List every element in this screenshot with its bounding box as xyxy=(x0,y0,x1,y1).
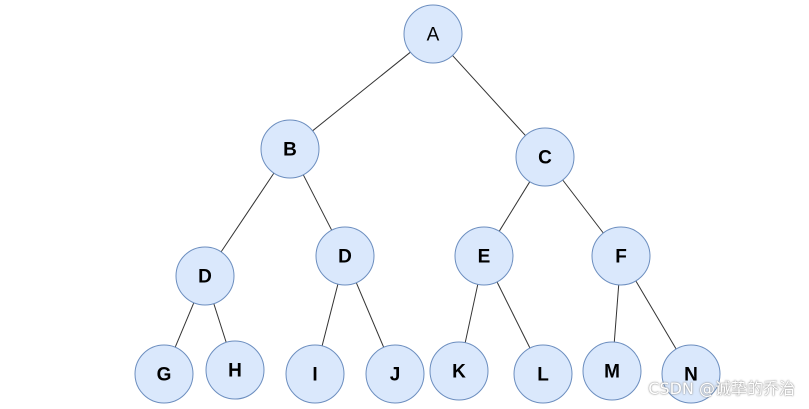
node-label: K xyxy=(452,362,466,383)
edge-n1-n3 xyxy=(452,55,526,136)
edge-n3-n6 xyxy=(498,181,531,232)
tree-node-n10: I xyxy=(285,344,345,404)
nodes-layer: A B C D D E F G H I J K L M N xyxy=(134,4,721,404)
node-label: L xyxy=(537,365,549,386)
edge-n4-n8 xyxy=(174,302,195,348)
node-label: M xyxy=(604,362,620,383)
edge-n6-n12 xyxy=(464,284,479,343)
edge-n4-n9 xyxy=(213,303,227,343)
tree-node-n3: C xyxy=(515,127,575,187)
node-label: C xyxy=(538,148,552,169)
edge-n2-n4 xyxy=(220,172,275,253)
node-label: H xyxy=(228,361,242,382)
tree-node-n7: F xyxy=(591,226,651,286)
edge-n3-n7 xyxy=(562,179,604,234)
node-circle xyxy=(661,344,721,404)
node-circle xyxy=(365,344,425,404)
node-circle xyxy=(582,341,642,401)
tree-node-n12: K xyxy=(429,341,489,401)
tree-node-n11: J xyxy=(365,344,425,404)
node-circle xyxy=(175,246,235,306)
node-label: F xyxy=(615,247,627,268)
node-label: G xyxy=(157,365,172,386)
edges-layer xyxy=(174,51,677,350)
tree-node-n2: B xyxy=(260,119,320,179)
node-circle xyxy=(260,119,320,179)
node-label: A xyxy=(427,25,440,46)
edge-n1-n2 xyxy=(312,51,411,132)
tree-node-n5: D xyxy=(315,226,375,286)
edge-n7-n14 xyxy=(613,284,620,343)
tree-node-n14: M xyxy=(582,341,642,401)
node-circle xyxy=(591,226,651,286)
node-circle xyxy=(315,226,375,286)
node-label: E xyxy=(478,247,491,268)
edge-n5-n10 xyxy=(321,283,339,347)
edge-n5-n11 xyxy=(355,282,385,348)
node-label: D xyxy=(338,247,352,268)
node-circle xyxy=(513,344,573,404)
tree-node-n1: A xyxy=(403,4,463,64)
watermark: CSDN @诚挚的乔治 xyxy=(648,379,795,398)
node-circle xyxy=(403,4,463,64)
tree-node-n15: N xyxy=(661,344,721,404)
node-circle xyxy=(454,226,514,286)
tree-node-n4: D xyxy=(175,246,235,306)
node-circle xyxy=(134,344,194,404)
node-circle xyxy=(285,344,345,404)
node-circle xyxy=(429,341,489,401)
node-label: I xyxy=(312,365,317,386)
edge-n2-n5 xyxy=(302,174,333,231)
tree-node-n13: L xyxy=(513,344,573,404)
tree-node-n6: E xyxy=(454,226,514,286)
node-label: D xyxy=(198,267,212,288)
tree-node-n9: H xyxy=(205,340,265,400)
node-circle xyxy=(205,340,265,400)
node-label: N xyxy=(684,365,698,386)
tree-node-n8: G xyxy=(134,344,194,404)
node-label: J xyxy=(390,365,401,386)
edge-n6-n13 xyxy=(496,281,531,349)
node-label: B xyxy=(283,140,297,161)
edge-n7-n15 xyxy=(635,280,677,350)
node-circle xyxy=(515,127,575,187)
